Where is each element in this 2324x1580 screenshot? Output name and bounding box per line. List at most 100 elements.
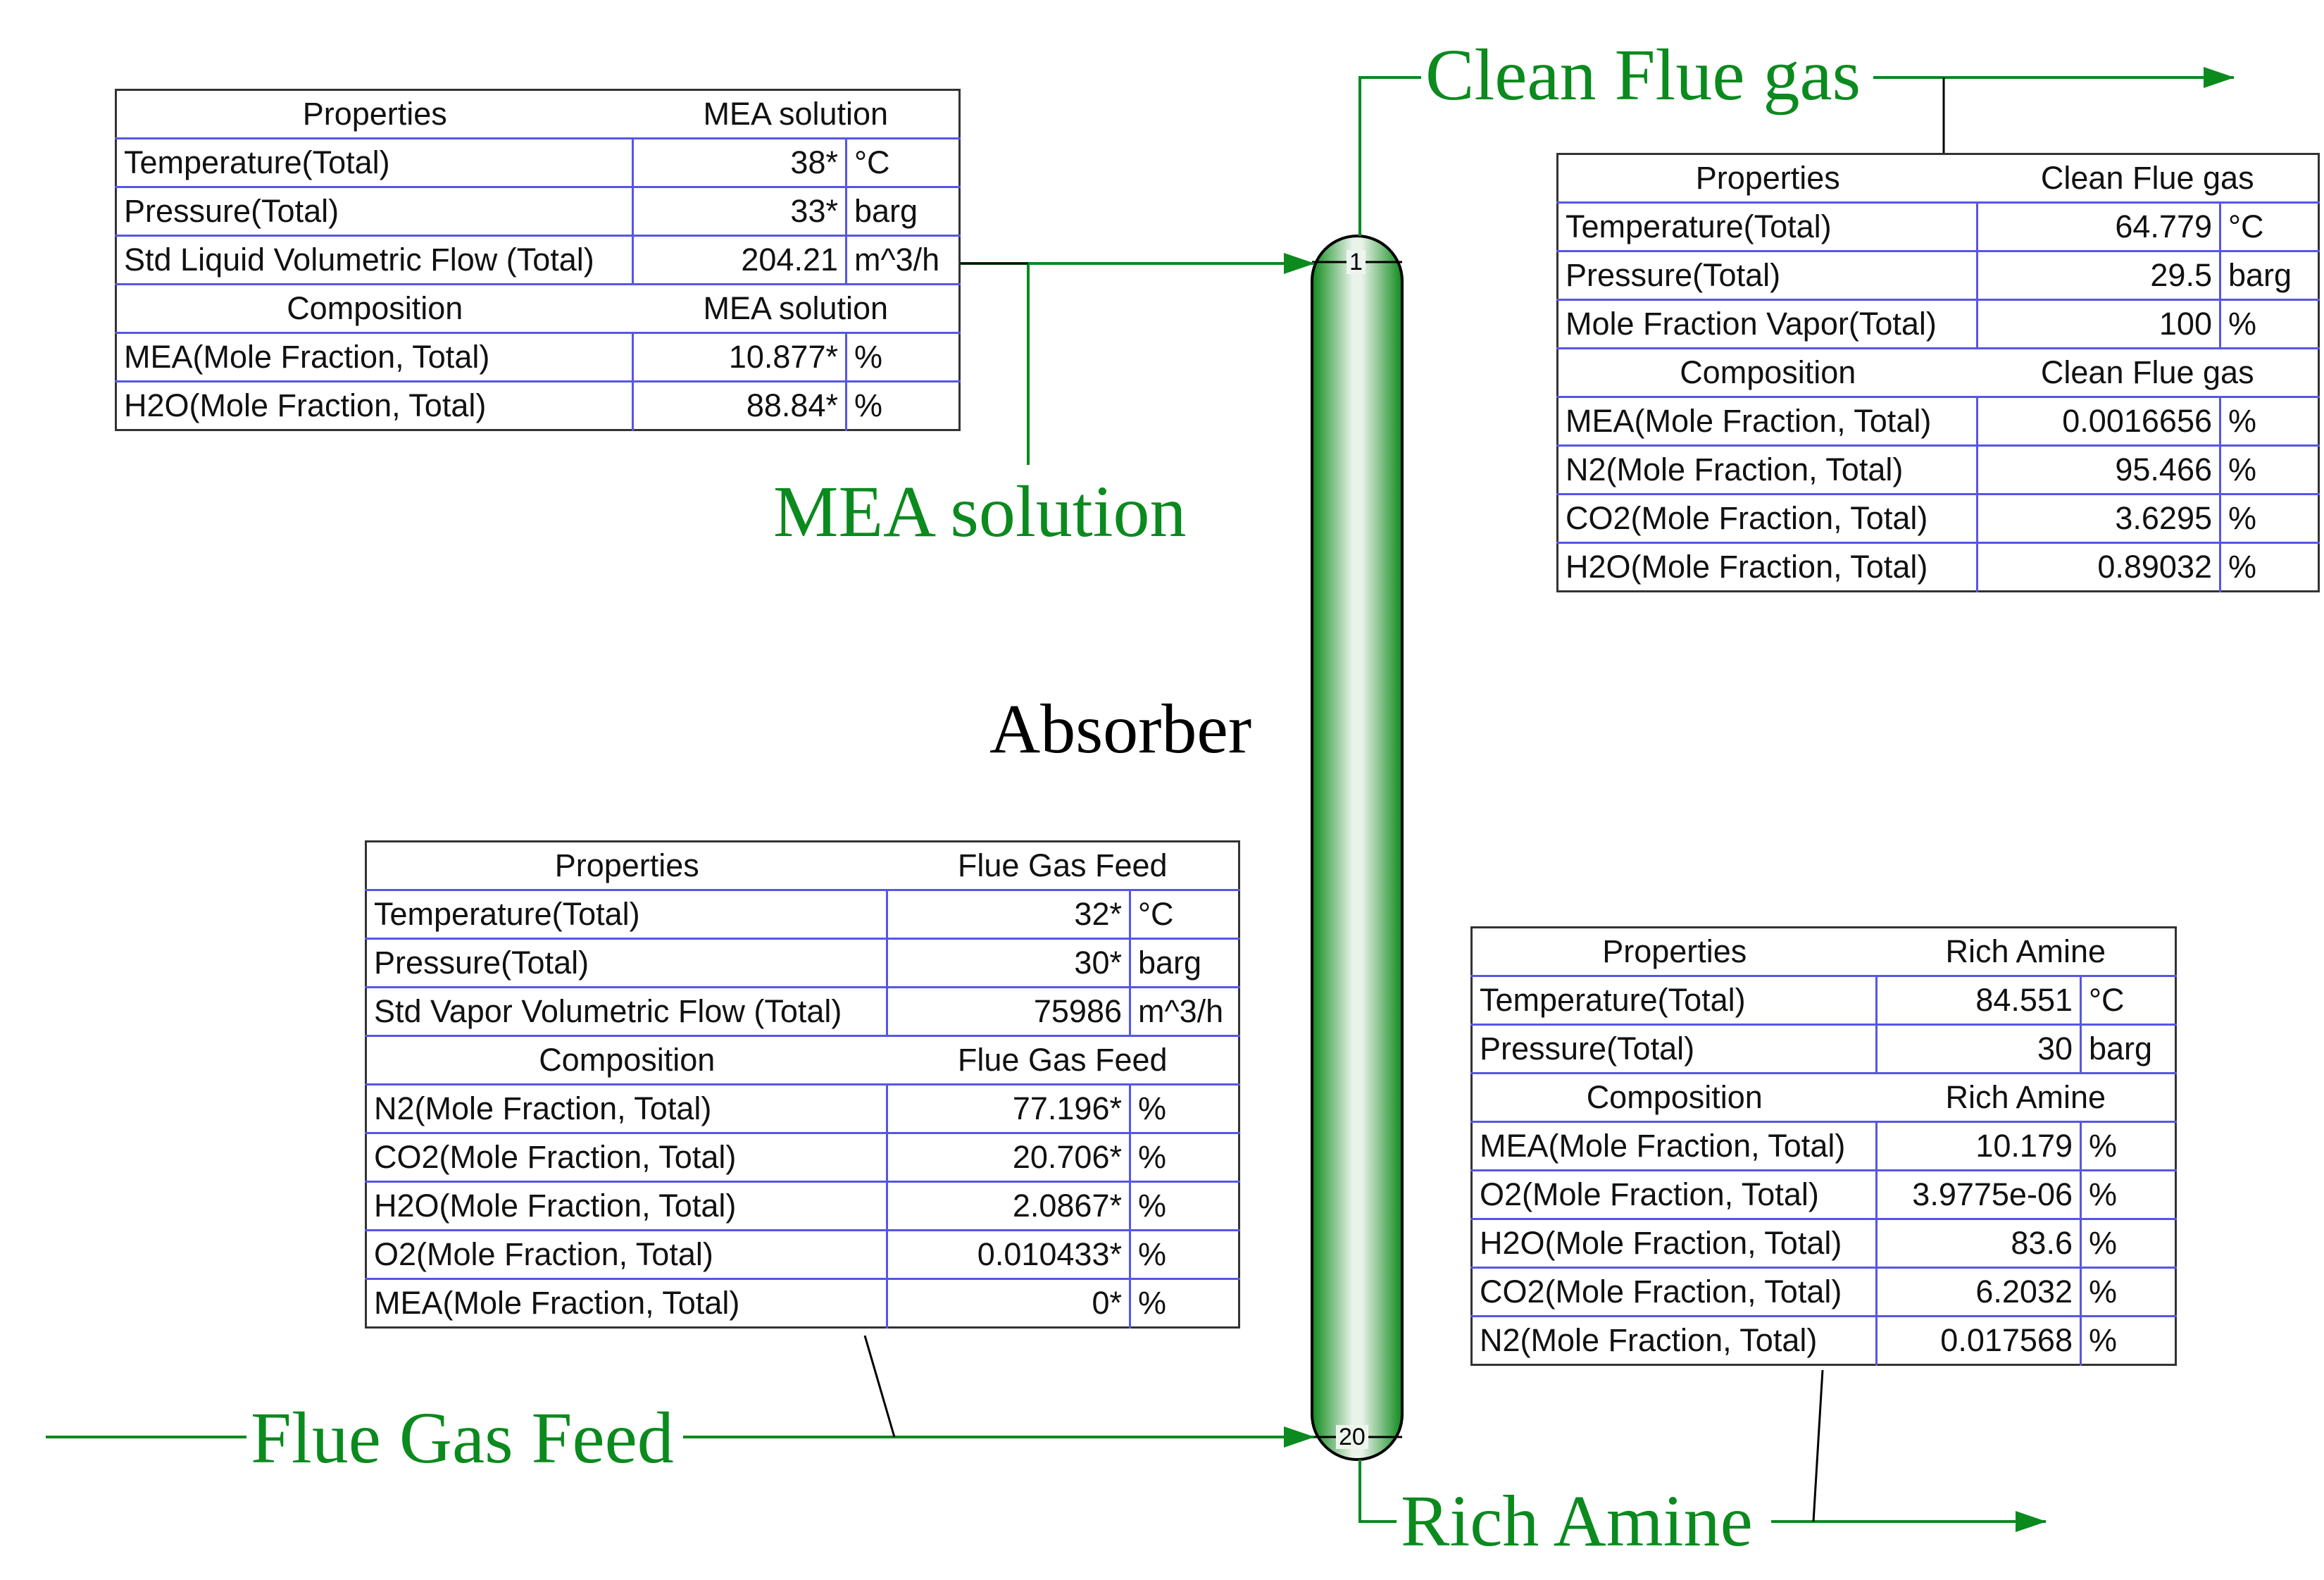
property-unit: % [1129,1181,1239,1231]
table-row[interactable]: MEA(Mole Fraction, Total)0.0016656% [1557,397,2319,447]
rich-amine-stream[interactable] [1358,1460,2047,1532]
property-value: 32* [886,890,1130,940]
property-name: MEA(Mole Fraction, Total) [1557,397,1978,447]
table-row[interactable]: MEA(Mole Fraction, Total)10.179% [1471,1121,2176,1171]
property-name: CO2(Mole Fraction, Total) [366,1133,887,1183]
rich-amine-label[interactable]: Rich Amine [1397,1485,1757,1558]
table-row[interactable]: CO2(Mole Fraction, Total)3.6295% [1557,494,2319,544]
section-stream-name: Clean Flue gas [1977,348,2319,398]
property-unit: barg [1129,938,1239,988]
table-row[interactable]: Temperature(Total)64.779°C [1557,202,2319,252]
property-name: Temperature(Total) [366,890,887,940]
property-name: Pressure(Total) [366,938,887,988]
property-value: 3.9775e-06 [1875,1170,2081,1220]
table-row[interactable]: CO2(Mole Fraction, Total)6.2032% [1471,1267,2176,1317]
property-name: O2(Mole Fraction, Total) [1471,1170,1877,1220]
property-value: 30 [1875,1024,2081,1074]
property-name: H2O(Mole Fraction, Total) [366,1181,887,1231]
bottom-tray-number: 20 [1336,1425,1368,1449]
property-name: Temperature(Total) [1557,202,1978,252]
property-value: 84.551 [1875,976,2081,1026]
property-value: 64.779 [1976,202,2220,252]
property-value: 77.196* [886,1084,1130,1134]
property-unit: °C [2219,202,2319,252]
section-stream-name: Clean Flue gas [1977,154,2319,204]
section-title: Properties [1557,154,1978,204]
table-row[interactable]: H2O(Mole Fraction, Total)2.0867*% [366,1181,1239,1231]
table-row[interactable]: Std Liquid Volumetric Flow (Total)204.21… [115,235,960,285]
property-unit: % [1129,1084,1239,1134]
property-unit: barg [844,187,960,237]
table-row[interactable]: MEA(Mole Fraction, Total)0*% [366,1279,1239,1328]
property-value: 10.179 [1875,1121,2081,1171]
table-row[interactable]: O2(Mole Fraction, Total)3.9775e-06% [1471,1170,2176,1220]
flue-gas-feed-label[interactable]: Flue Gas Feed [246,1402,678,1475]
property-name: H2O(Mole Fraction, Total) [124,387,487,423]
table-row[interactable]: Mole Fraction Vapor(Total)100% [1557,299,2319,349]
mea-solution-label[interactable]: MEA solution [769,475,1191,549]
property-name: O2(Mole Fraction, Total) [366,1230,887,1280]
property-value: 95.466 [1976,445,2220,495]
table-row[interactable]: N2(Mole Fraction, Total)77.196*% [366,1084,1239,1134]
property-unit: % [2080,1170,2176,1220]
property-name: Pressure(Total) [115,187,633,237]
table-row[interactable]: H2O(Mole Fraction, Total)0.89032% [1558,542,2319,592]
section-title: Composition [1471,1073,1877,1123]
property-unit: °C [1129,890,1239,940]
clean-flue-gas-stream[interactable] [1358,67,2235,236]
table-row[interactable]: N2(Mole Fraction, Total)0.017568% [1472,1316,2176,1365]
table-row[interactable]: O2(Mole Fraction, Total)0.010433*% [366,1230,1239,1280]
table-row[interactable]: N2(Mole Fraction, Total)95.466% [1557,445,2319,495]
section-title: Properties [115,89,633,139]
property-unit: % [2219,299,2319,349]
property-value: 30* [886,938,1130,988]
property-name: Temperature(Total) [115,138,633,188]
property-name: Mole Fraction Vapor(Total) [1557,299,1978,349]
table-row[interactable]: CO2(Mole Fraction, Total)20.706*% [366,1133,1239,1183]
section-title: Composition [366,1035,887,1086]
table-row[interactable]: Pressure(Total)30*barg [366,938,1239,988]
property-name: Temperature(Total) [1471,976,1877,1026]
property-value: 0.017568 [1875,1316,2081,1365]
property-name: CO2(Mole Fraction, Total) [1471,1267,1877,1317]
table-row[interactable]: H2O(Mole Fraction, Total)83.6% [1471,1219,2176,1269]
property-value: 0.010433* [886,1230,1130,1280]
property-unit: m^3/h [1129,987,1239,1037]
section-title: Composition [1557,348,1978,398]
property-value: 33* [632,187,846,237]
table-row[interactable]: Temperature(Total)32*°C [366,890,1239,940]
table-row[interactable]: Temperature(Total)38*°C [115,138,960,188]
property-name: CO2(Mole Fraction, Total) [1557,494,1978,544]
property-unit: % [844,381,960,430]
property-name: Pressure(Total) [1471,1024,1877,1074]
property-unit: barg [2080,1024,2176,1074]
table-row[interactable]: MEA(Mole Fraction, Total)10.877*% [115,332,960,382]
clean-flue-gas-label[interactable]: Clean Flue gas [1421,39,1866,112]
section-title: Properties [1471,927,1877,977]
section-stream-name: Rich Amine [1876,927,2176,977]
property-unit: °C [844,138,960,188]
table-row[interactable]: Temperature(Total)84.551°C [1471,976,2176,1026]
property-value: 38* [632,138,846,188]
table-row[interactable]: H2O(Mole Fraction, Total)88.84*% [116,381,960,430]
property-value: 10.877* [632,332,846,382]
property-value: 20.706* [886,1133,1130,1183]
property-unit: % [2080,1316,2176,1365]
property-unit: % [2219,397,2319,447]
property-value: 29.5 [1976,251,2220,301]
table-row[interactable]: Pressure(Total)33*barg [115,187,960,237]
property-name: Std Liquid Volumetric Flow (Total) [115,235,633,285]
property-unit: % [2080,1267,2176,1317]
property-unit: barg [2219,251,2319,301]
absorber-column[interactable] [1311,235,1404,1461]
